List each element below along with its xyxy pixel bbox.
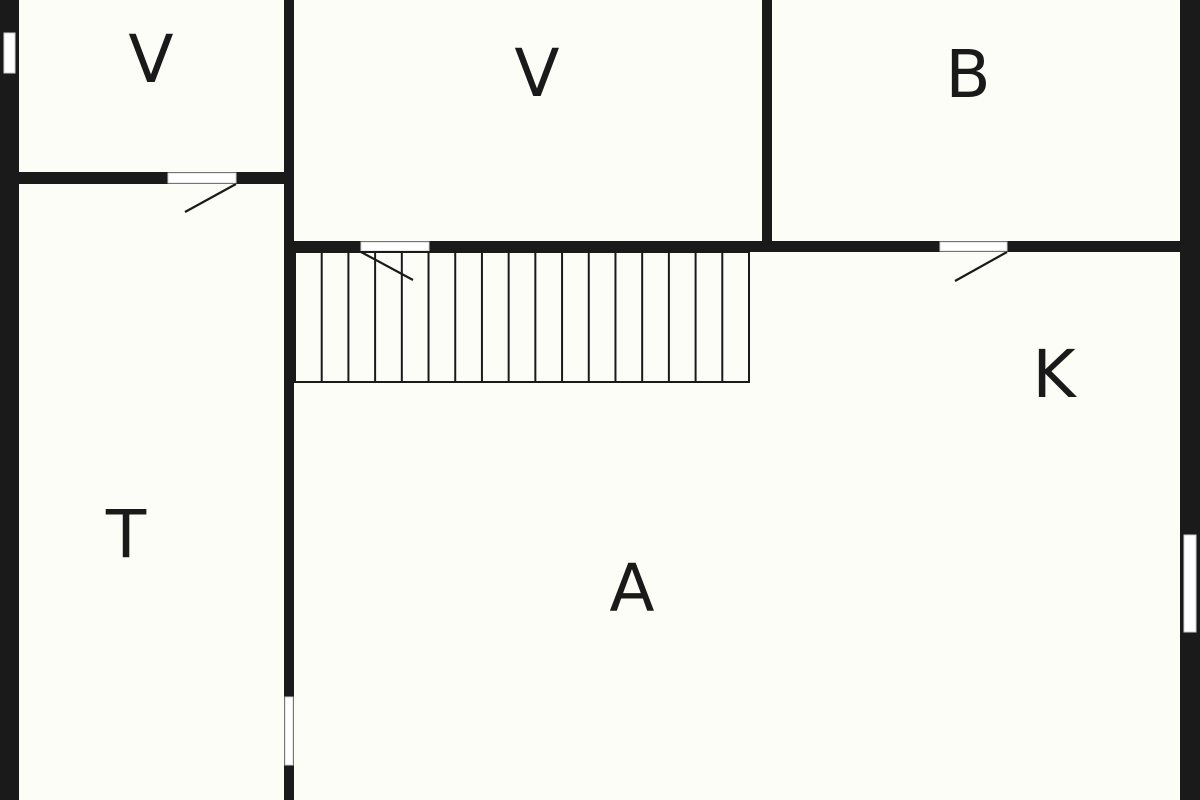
window-left bbox=[3, 32, 16, 74]
door-leaf-storage-left bbox=[184, 183, 237, 213]
door-opening-storage-left bbox=[167, 172, 237, 184]
interior-wall-storage-bath bbox=[762, 0, 772, 246]
door-leaf-storage-center bbox=[360, 251, 414, 281]
outer-wall-right bbox=[1180, 0, 1200, 800]
door-leaf-bathroom bbox=[954, 251, 1008, 282]
room-label-bathroom: B bbox=[945, 36, 990, 113]
wall-storage-left bbox=[18, 172, 286, 184]
window-right bbox=[1183, 534, 1197, 633]
room-label-kitchen: K bbox=[1032, 336, 1077, 413]
stair-outline bbox=[294, 251, 750, 383]
room-label-storage-top-left: V bbox=[128, 21, 173, 98]
wall-main-horizontal bbox=[294, 241, 1180, 252]
outer-wall-left bbox=[0, 0, 19, 800]
room-label-room-left: T bbox=[105, 496, 147, 573]
staircase bbox=[294, 251, 750, 383]
room-label-living-area: A bbox=[609, 550, 654, 627]
door-opening-storage-center bbox=[360, 241, 430, 252]
room-label-storage-top-center: V bbox=[514, 35, 559, 112]
window-interior bbox=[284, 696, 294, 766]
interior-wall-left bbox=[284, 0, 294, 800]
door-opening-bathroom bbox=[939, 241, 1008, 252]
